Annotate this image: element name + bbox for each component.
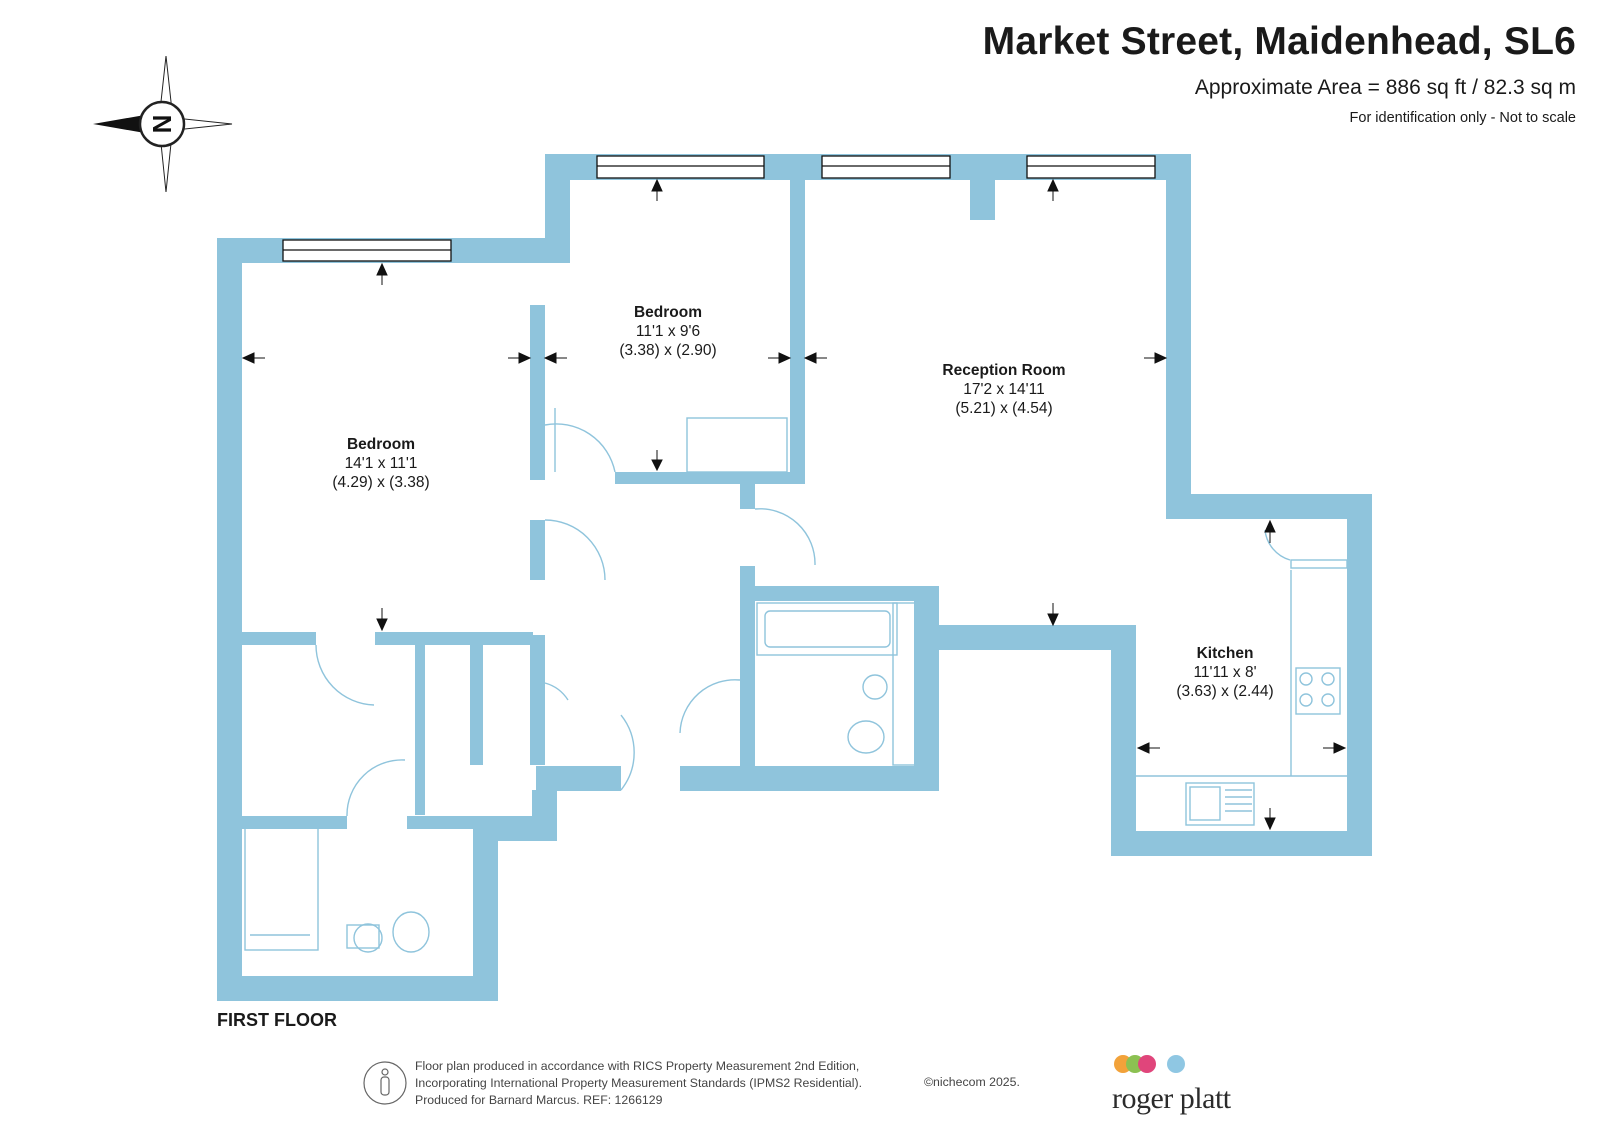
copyright: ©nichecom 2025. (924, 1075, 1020, 1089)
brand-logo: roger platt (1112, 1082, 1231, 1115)
room-size-metric: (3.38) x (2.90) (619, 342, 716, 359)
fixtures (244, 408, 1348, 953)
room-name: Reception Room (942, 362, 1065, 379)
page-title: Market Street, Maidenhead, SL6 (982, 20, 1576, 63)
brand-dot-blue (1167, 1055, 1185, 1073)
room-label-bedroom-1: Bedroom 14'1 x 11'1 (4.29) x (3.38) (332, 436, 429, 491)
room-size-metric: (4.29) x (3.38) (332, 474, 429, 491)
scale-note: For identification only - Not to scale (1349, 110, 1576, 126)
floor-label: FIRST FLOOR (217, 1010, 337, 1030)
footer-line-3: Produced for Barnard Marcus. REF: 126612… (415, 1093, 663, 1107)
approximate-area: Approximate Area = 886 sq ft / 82.3 sq m (1194, 76, 1576, 99)
footer-line-2: Incorporating International Property Mea… (415, 1076, 863, 1090)
room-size-imperial: 11'11 x 8' (1193, 664, 1256, 681)
room-size-metric: (5.21) x (4.54) (955, 400, 1052, 417)
dimension-arrows (241, 178, 1347, 831)
room-size-imperial: 14'1 x 11'1 (345, 455, 418, 472)
brand-dots (1114, 1055, 1185, 1073)
room-size-imperial: 11'1 x 9'6 (636, 323, 700, 340)
room-size-metric: (3.63) x (2.44) (1176, 683, 1273, 700)
room-label-reception: Reception Room 17'2 x 14'11 (5.21) x (4.… (942, 362, 1065, 417)
room-label-bedroom-2: Bedroom 11'1 x 9'6 (3.38) x (2.90) (619, 304, 716, 359)
compass-rose-icon: N (93, 55, 233, 193)
person-icon (363, 1061, 407, 1105)
room-name: Bedroom (347, 436, 415, 453)
room-label-kitchen: Kitchen 11'11 x 8' (3.63) x (2.44) (1176, 645, 1273, 700)
brand-dot-pink (1138, 1055, 1156, 1073)
compass-letter: N (147, 115, 177, 134)
room-size-imperial: 17'2 x 14'11 (963, 381, 1044, 398)
footer-text: Floor plan produced in accordance with R… (415, 1058, 862, 1109)
footer-line-1: Floor plan produced in accordance with R… (415, 1059, 860, 1073)
room-name: Kitchen (1197, 645, 1254, 662)
room-name: Bedroom (634, 304, 702, 321)
windows (282, 155, 1156, 262)
walls (217, 154, 1372, 1001)
